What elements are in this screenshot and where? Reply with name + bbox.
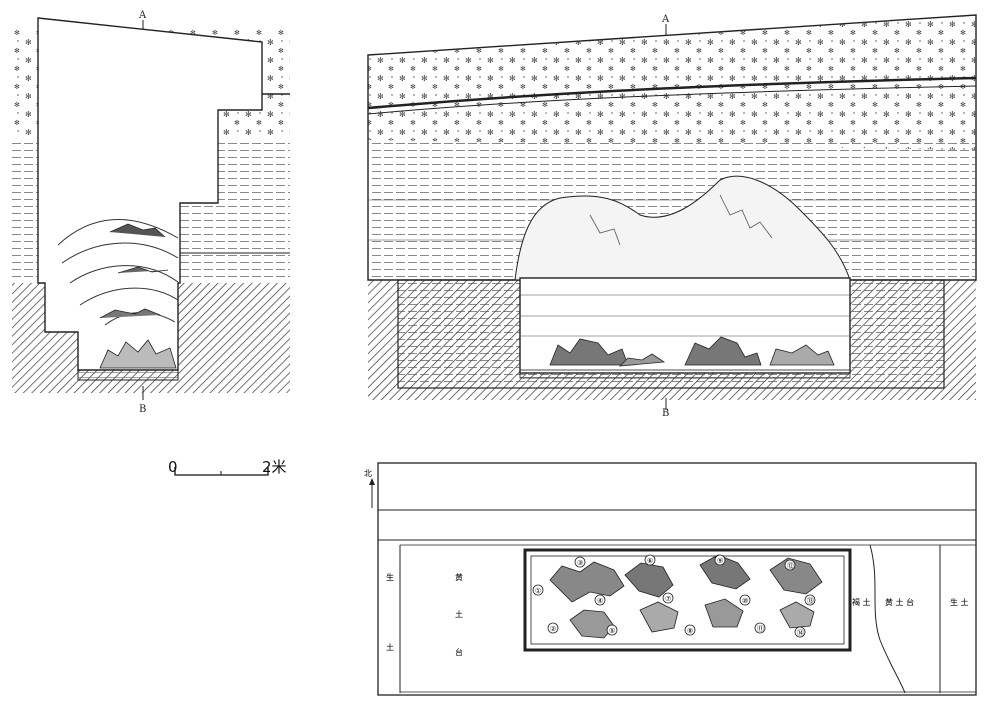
fill-label-char-2: 土: [455, 609, 463, 619]
marker-10: ⑩: [742, 597, 748, 605]
right-top-marker: A: [661, 14, 670, 25]
right-label-c: 生 土: [950, 597, 969, 607]
north-arrow-icon: [369, 478, 375, 508]
marker-4: ④: [597, 597, 603, 605]
marker-14: ⑭: [797, 629, 804, 637]
right-section: A B: [367, 14, 977, 419]
right-bottom-marker: B: [662, 408, 669, 419]
marker-8: ⑧: [687, 627, 693, 635]
left-wall-char-2: 土: [386, 642, 394, 652]
scale-end-label: 2米: [262, 458, 287, 476]
left-section: A B: [12, 10, 290, 415]
marker-11: ⑪: [757, 625, 764, 633]
scale-start-label: 0: [168, 458, 178, 476]
marker-7: ⑦: [665, 595, 671, 603]
marker-1: ①: [535, 587, 541, 595]
fill-label-char-1: 黄: [455, 572, 463, 582]
marker-9: ⑨: [717, 557, 723, 565]
marker-3: ③: [577, 559, 583, 567]
marker-12: ⑫: [787, 562, 794, 570]
plan-view: ① ② ③ ④ ⑤ ⑥ ⑦ ⑧ ⑨ ⑩ ⑪ ⑫ ⑬ ⑭ 北 生 土 黄 土 台 …: [364, 462, 977, 696]
left-top-marker: A: [138, 10, 147, 21]
right-label-a: 褐 土: [852, 597, 871, 607]
marker-5: ⑤: [609, 627, 615, 635]
right-label-b: 黄 土 台: [885, 597, 914, 607]
fill-label-char-3: 台: [455, 647, 463, 657]
north-label: 北: [364, 469, 372, 478]
numbered-markers: ① ② ③ ④ ⑤ ⑥ ⑦ ⑧ ⑨ ⑩ ⑪ ⑫ ⑬ ⑭: [532, 554, 816, 638]
left-bottom-marker: B: [139, 404, 146, 415]
marker-6: ⑥: [647, 557, 653, 565]
left-wall-char-1: 生: [386, 572, 394, 582]
marker-2: ②: [550, 625, 556, 633]
marker-13: ⑬: [807, 597, 814, 605]
scale-bar: 0 2米: [168, 458, 287, 476]
